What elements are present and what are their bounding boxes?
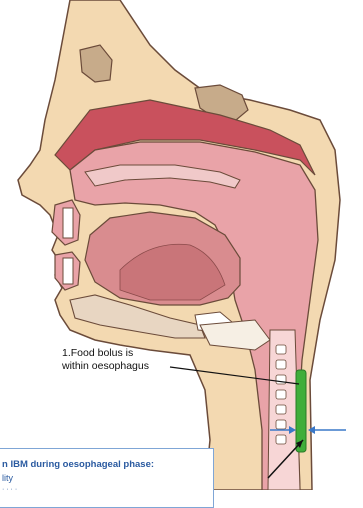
- callout-label: 1.Food bolus is within oesophagus: [62, 347, 202, 373]
- callout-line1: 1.Food bolus is: [62, 347, 202, 360]
- trachea-ring: [276, 390, 286, 399]
- trachea-ring: [276, 360, 286, 369]
- trachea-ring: [276, 345, 286, 354]
- callout-line2: within oesophagus: [62, 360, 202, 373]
- trachea-ring: [276, 435, 286, 444]
- trachea-ring: [276, 420, 286, 429]
- info-title: n IBM during oesophageal phase:: [2, 459, 154, 470]
- food-bolus: [296, 370, 306, 452]
- info-box: [0, 448, 214, 508]
- swallowing-anatomy-diagram: [0, 0, 363, 490]
- trachea-rings: [276, 345, 286, 444]
- lower-tooth: [63, 258, 73, 284]
- trachea-ring: [276, 405, 286, 414]
- info-line-1: lity: [2, 473, 13, 483]
- upper-tooth: [63, 208, 73, 238]
